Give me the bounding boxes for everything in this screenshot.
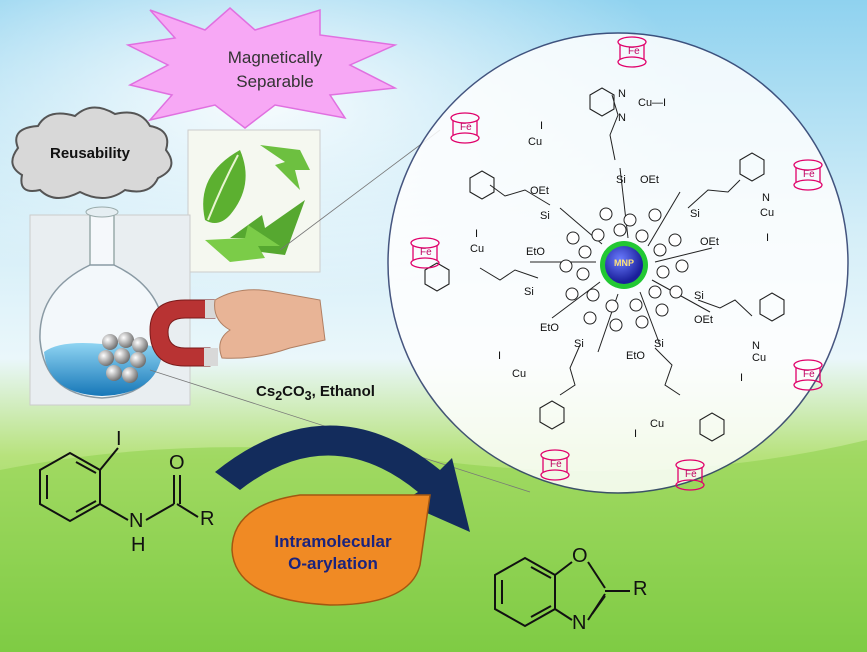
eto-label-lower: EtO — [540, 322, 559, 334]
reaction-arrow — [215, 425, 470, 532]
fe-label-right: Fe — [803, 169, 815, 180]
n-label-top-2: N — [618, 112, 626, 124]
si-label-top: Si — [616, 174, 626, 186]
cu-label-lower-left: Cu — [512, 368, 527, 380]
reactant-iodine: I — [116, 428, 122, 450]
fe-label-bottom-left: Fe — [550, 459, 562, 470]
si-label-mid-right: Si — [694, 290, 704, 302]
cu-label-right: Cu — [760, 207, 775, 219]
reaction-type-label: Intramolecular O-arylation — [248, 531, 418, 575]
magnetically-separable-label: Magnetically Separable — [190, 46, 360, 94]
si-label-lower-left: Si — [574, 338, 584, 350]
reaction-conditions: Cs2CO3, Ethanol — [256, 383, 375, 403]
cond-ethanol: , Ethanol — [311, 383, 375, 400]
reactant-oxygen: O — [169, 452, 185, 474]
si-label-mid-left: Si — [524, 286, 534, 298]
product-nitrogen: N — [572, 612, 587, 634]
cu-label-bottom: Cu — [650, 418, 665, 430]
oet-label-top: OEt — [640, 174, 659, 186]
o-arylation-drop — [231, 494, 431, 606]
fe-label-far-left: Fe — [420, 247, 432, 258]
reusability-label: Reusability — [49, 145, 131, 162]
n-label-lower-right: N — [752, 340, 760, 352]
i-label-left: I — [540, 120, 544, 132]
cond-co: CO — [282, 383, 305, 400]
reactant-hydrogen: H — [131, 534, 146, 556]
reactant-structure — [39, 447, 199, 523]
magnetically-separable-star — [125, 7, 398, 129]
si-label-left: Si — [540, 210, 550, 222]
fe-label-top: Fe — [628, 46, 640, 57]
si-label-right: Si — [690, 208, 700, 220]
separable-text: Separable — [236, 72, 314, 91]
mnp-label: MNP — [614, 258, 634, 268]
n-label-right: N — [762, 192, 770, 204]
oet-label-right: OEt — [700, 236, 719, 248]
fe-label-bottom: Fe — [685, 469, 697, 480]
cond-sub-2: 2 — [275, 389, 283, 403]
fe-label-lower-right: Fe — [803, 369, 815, 380]
o-arylation-text: O-arylation — [288, 554, 378, 573]
intramolecular-text: Intramolecular — [274, 532, 392, 551]
eto-label-bottom: EtO — [626, 350, 645, 362]
green-recycle-image — [187, 129, 321, 273]
i-label-lower-right: I — [740, 372, 744, 384]
magnetically-text: Magnetically — [227, 48, 323, 67]
cu-label-left: Cu — [528, 136, 543, 148]
reusability-cloud — [11, 106, 173, 199]
product-r: R — [633, 578, 648, 600]
si-label-bottom: Si — [654, 338, 664, 350]
cond-sub-3: 3 — [304, 389, 312, 403]
magnetic-nanoparticle-cluster — [98, 332, 148, 383]
i-label-bottom: I — [634, 428, 638, 440]
product-structure — [494, 556, 630, 628]
benzimidazole-rings — [424, 87, 785, 442]
cu-i-label-top: Cu—I — [638, 97, 667, 109]
oet-label-mid-right: OEt — [694, 314, 713, 326]
eto-label-left: EtO — [526, 246, 545, 258]
fe-label-left: Fe — [460, 122, 472, 133]
oet-label-left: OEt — [530, 185, 549, 197]
i-label-far-left: I — [475, 228, 479, 240]
i-label-right: I — [766, 232, 770, 244]
i-label-lower-left: I — [498, 350, 502, 362]
n-label-top: N — [618, 88, 626, 100]
cu-label-lower-right: Cu — [752, 352, 767, 364]
cu-label-far-left: Cu — [470, 243, 485, 255]
oxygen-atoms — [559, 207, 689, 332]
cond-cs: Cs — [256, 383, 276, 400]
ferrocene-groups — [410, 36, 823, 491]
magnet-with-hand — [149, 289, 326, 367]
linker-chains — [479, 94, 753, 396]
product-oxygen: O — [572, 545, 588, 567]
reactant-nitrogen: N — [129, 510, 144, 532]
reactant-r: R — [200, 508, 215, 530]
